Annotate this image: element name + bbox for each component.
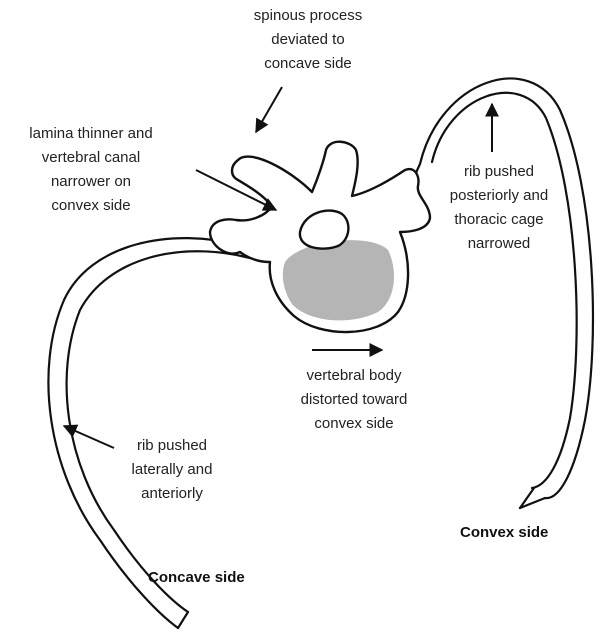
convex-side-rib <box>408 79 593 508</box>
vertebral-body <box>283 240 394 320</box>
label-line: laterally and <box>110 458 234 482</box>
label-line: anteriorly <box>110 482 234 506</box>
rib-lateral-label: rib pushed laterally and anteriorly <box>110 434 234 506</box>
concave-side-label: Concave side <box>148 569 245 586</box>
label-line: concave side <box>228 52 388 76</box>
rib-posterior-label: rib pushed posteriorly and thoracic cage… <box>435 160 563 256</box>
label-line: posteriorly and <box>435 184 563 208</box>
spinous-arrow <box>256 87 282 132</box>
vertebral-body-label: vertebral body distorted toward convex s… <box>280 364 428 436</box>
label-line: deviated to <box>228 28 388 52</box>
convex-side-label: Convex side <box>460 524 548 541</box>
label-line: convex side <box>2 194 180 218</box>
label-line: vertebral canal <box>2 146 180 170</box>
label-line: vertebral body <box>280 364 428 388</box>
label-line: thoracic cage <box>435 208 563 232</box>
label-line: narrowed <box>435 232 563 256</box>
label-line: distorted toward <box>280 388 428 412</box>
label-line: rib pushed <box>110 434 234 458</box>
label-line: spinous process <box>228 4 388 28</box>
lamina-label: lamina thinner and vertebral canal narro… <box>2 122 180 218</box>
label-line: rib pushed <box>435 160 563 184</box>
label-line: lamina thinner and <box>2 122 180 146</box>
label-line: narrower on <box>2 170 180 194</box>
label-line: convex side <box>280 412 428 436</box>
spinous-process-label: spinous process deviated to concave side <box>228 4 388 76</box>
vertebra <box>210 142 430 332</box>
